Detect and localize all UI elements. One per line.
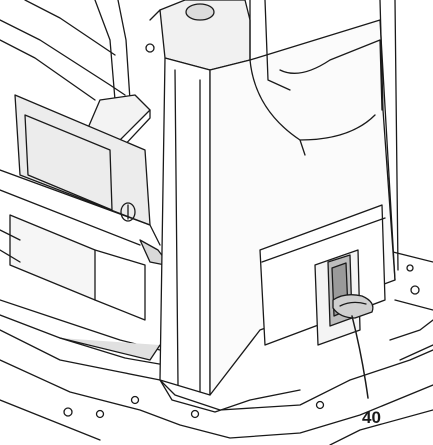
side-block <box>0 94 171 366</box>
lever-arm <box>0 0 151 151</box>
base-plate <box>0 249 433 445</box>
callout-number-40: 40 <box>362 408 381 427</box>
callout-leader <box>351 315 369 399</box>
main-column <box>145 0 399 413</box>
interlock-lever <box>332 294 374 319</box>
